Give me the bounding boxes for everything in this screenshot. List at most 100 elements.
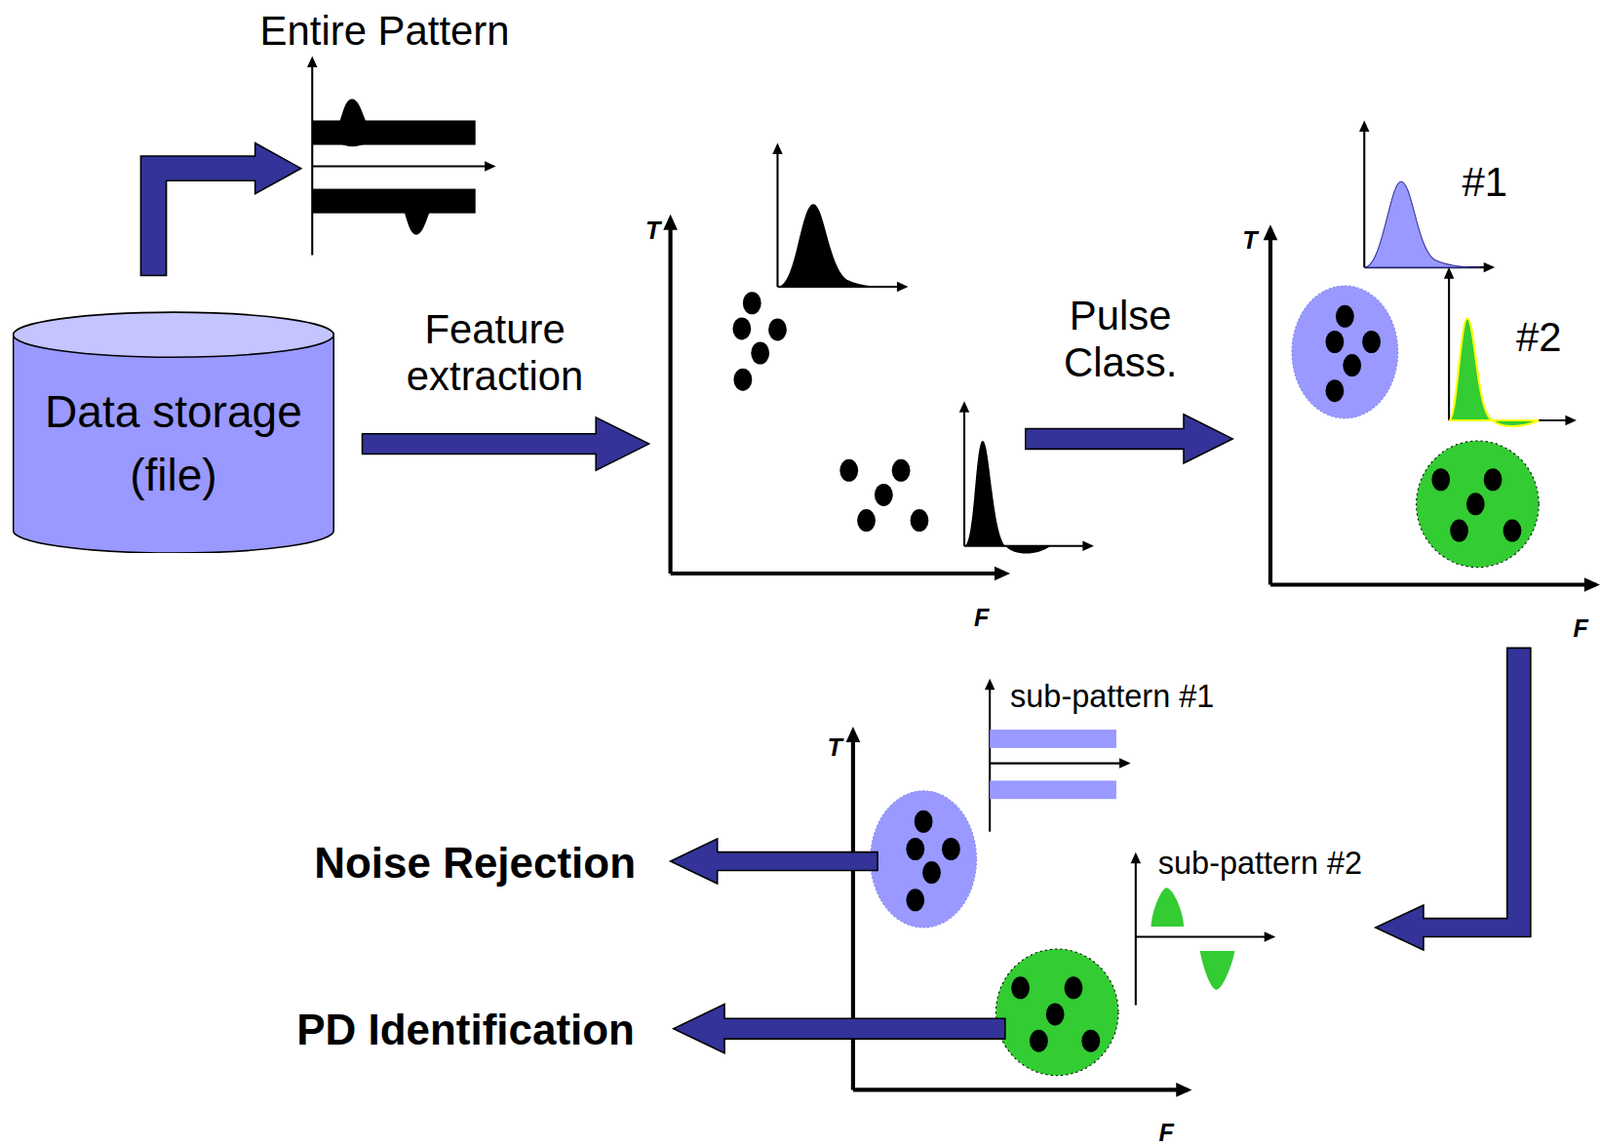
axis-line: [311, 63, 313, 256]
cluster-2: [995, 948, 1119, 1076]
pattern-band: [989, 780, 1117, 799]
storage-cylinder: Data storage (file): [12, 311, 336, 553]
bent-arrow: [140, 142, 301, 275]
flow-arrow: [673, 1004, 1006, 1054]
pulse-waveform: [777, 203, 898, 287]
axis-line: [1135, 935, 1270, 937]
axis-arrowhead: [1564, 415, 1577, 426]
axis-line: [963, 404, 966, 546]
axis-line: [1363, 124, 1366, 268]
feature-dot: [1325, 330, 1344, 353]
feature-dot: [733, 368, 752, 391]
feature-dot: [1081, 1029, 1100, 1053]
pd-blob: [1200, 950, 1236, 990]
axis-arrowhead: [846, 726, 861, 742]
cylinder-body: [13, 333, 335, 553]
sub-pattern-label: sub-pattern #1: [1010, 678, 1214, 715]
feature-dot: [857, 508, 876, 532]
axis-label: T: [826, 733, 842, 762]
axis-arrowhead: [772, 142, 782, 155]
axis-label: T: [645, 216, 661, 245]
axis-line: [988, 685, 991, 832]
axis-line: [853, 1087, 1188, 1092]
pd-blob: [1151, 887, 1184, 927]
feature-dot: [1362, 330, 1381, 353]
axis-line: [1270, 582, 1597, 586]
step-label: Pulse Class.: [1038, 291, 1202, 386]
pattern-band: [989, 729, 1117, 748]
sub-pattern-label: sub-pattern #2: [1158, 844, 1363, 881]
axis-line: [1268, 228, 1273, 585]
feature-dot: [1046, 1002, 1065, 1025]
feature-dot: [1503, 519, 1522, 543]
axis-arrowhead: [1131, 852, 1141, 864]
axis-arrowhead: [1082, 541, 1094, 551]
node-label: Data storage (file): [12, 380, 336, 507]
pd-blob: [331, 98, 376, 147]
pattern-band: [312, 189, 475, 214]
feature-dot: [910, 508, 930, 532]
axis-arrowhead: [1483, 262, 1496, 273]
axis-line: [1134, 858, 1137, 1006]
axis-arrowhead: [994, 566, 1011, 582]
axis-label: T: [1242, 226, 1257, 255]
flow-arrow: [362, 417, 650, 470]
feature-dot: [768, 317, 787, 341]
axis-line: [312, 164, 490, 167]
axis-label: F: [1159, 1118, 1174, 1147]
axis-arrowhead: [959, 400, 970, 413]
axis-arrowhead: [307, 56, 317, 69]
flow-arrow: [670, 838, 878, 884]
step-label: Feature extraction: [372, 305, 618, 399]
feature-dot: [1483, 468, 1503, 491]
axis-line: [776, 147, 779, 287]
feature-dot: [1342, 353, 1362, 377]
axis-arrowhead: [1175, 1082, 1192, 1097]
pattern-title: Entire Pattern: [260, 6, 510, 54]
feature-dot: [905, 888, 925, 911]
feature-dot: [732, 316, 751, 340]
cluster-number: #1: [1461, 157, 1508, 205]
axis-arrowhead: [897, 281, 909, 292]
feature-dot: [1449, 519, 1469, 543]
axis-label: F: [1572, 614, 1588, 643]
cylinder-top: [13, 312, 335, 357]
axis-arrowhead: [1443, 267, 1454, 279]
feature-dot: [1431, 468, 1450, 491]
output-label: PD Identification: [296, 1005, 635, 1055]
axis-label: F: [974, 603, 989, 632]
feature-dot: [1466, 492, 1485, 515]
axis-arrowhead: [663, 214, 678, 231]
feature-dot: [1064, 975, 1084, 999]
feature-dot: [1325, 379, 1344, 402]
axis-arrowhead: [1359, 119, 1369, 132]
pd-blob: [395, 200, 439, 235]
axis-line: [667, 218, 672, 574]
axis-arrowhead: [1119, 757, 1132, 768]
cluster-1: [870, 790, 977, 928]
axis-line: [670, 571, 1007, 576]
axis-line: [989, 762, 1125, 765]
feature-dot: [750, 341, 770, 364]
feature-dot: [742, 291, 762, 314]
bent-arrow: [1375, 647, 1531, 950]
feature-dot: [839, 459, 859, 482]
axis-arrowhead: [484, 160, 497, 171]
flow-arrow: [1025, 414, 1233, 464]
cluster-number: #2: [1516, 312, 1562, 360]
axis-arrowhead: [984, 678, 995, 691]
axis-arrowhead: [1584, 577, 1600, 592]
axis-line: [1447, 271, 1450, 421]
feature-dot: [922, 860, 941, 884]
feature-dot: [941, 837, 961, 860]
feature-dot: [874, 483, 894, 507]
axis-arrowhead: [1264, 931, 1277, 941]
feature-dot: [1335, 305, 1355, 328]
output-label: Noise Rejection: [313, 838, 636, 889]
feature-dot: [1029, 1029, 1049, 1053]
pulse-waveform: [964, 440, 1052, 554]
axis-arrowhead: [1263, 224, 1279, 240]
cluster-1: [1291, 285, 1399, 419]
